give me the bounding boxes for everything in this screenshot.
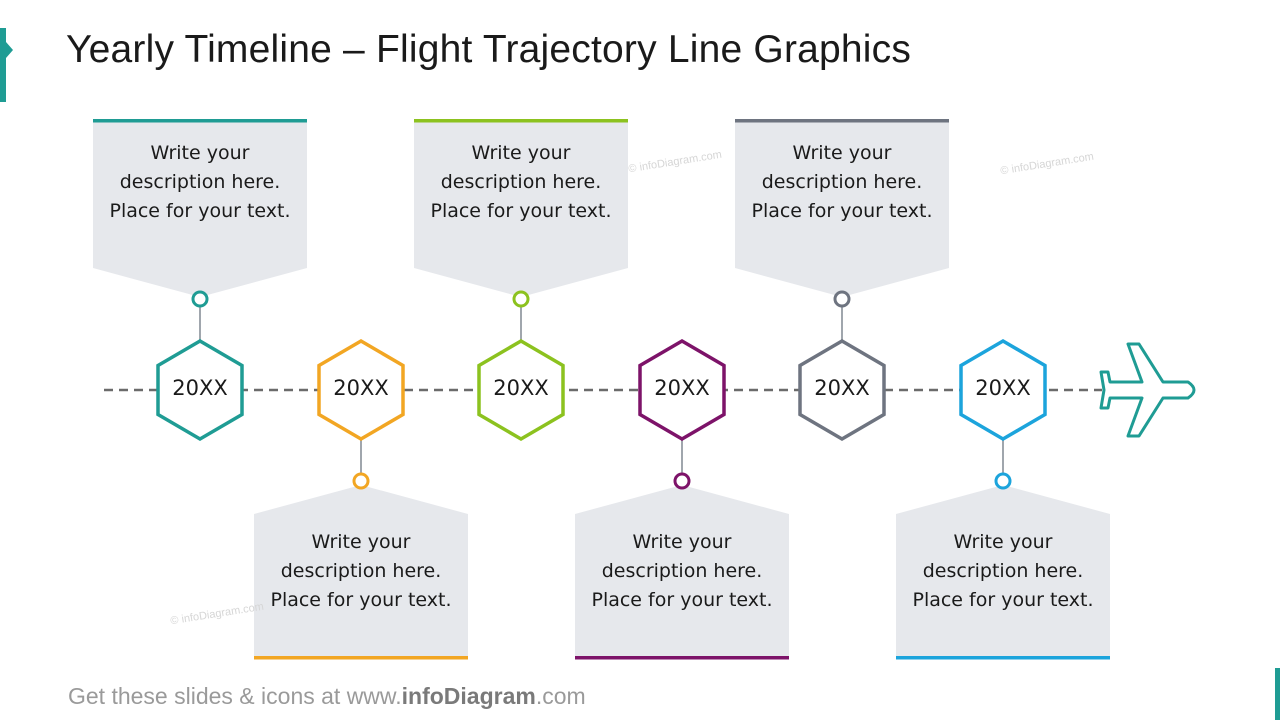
milestone-4 <box>575 338 789 660</box>
milestone-description: Write your description here. Place for y… <box>270 531 452 611</box>
year-hexagon <box>638 338 726 442</box>
footer: Get these slides & icons at www.infoDiag… <box>68 683 586 710</box>
milestone-layer <box>93 119 1110 660</box>
box-accent-bar <box>414 119 628 123</box>
connector-dot <box>352 472 370 490</box>
connector-dot <box>191 290 209 308</box>
milestone-description: Write your description here. Place for y… <box>109 142 291 222</box>
year-label: 20XX <box>814 376 870 400</box>
milestone-3 <box>414 119 628 442</box>
year-label: 20XX <box>975 376 1031 400</box>
airplane-icon <box>1099 342 1196 438</box>
description-box <box>254 485 468 658</box>
milestone-2 <box>254 338 468 660</box>
footer-brand[interactable]: infoDiagram <box>401 683 536 709</box>
connector-dot <box>673 472 691 490</box>
left-accent-bar <box>0 28 6 102</box>
footer-suffix: .com <box>535 683 586 709</box>
box-accent-bar <box>896 656 1110 660</box>
page-title: Yearly Timeline – Flight Trajectory Line… <box>66 28 912 71</box>
description-box <box>896 485 1110 658</box>
milestone-description: Write your description here. Place for y… <box>591 531 773 611</box>
connector-dot <box>833 290 851 308</box>
connector-dot <box>512 290 530 308</box>
milestone-description: Write your description here. Place for y… <box>751 142 933 222</box>
description-box <box>735 121 949 297</box>
box-accent-bar <box>93 119 307 123</box>
right-accent-bar <box>1275 668 1280 720</box>
description-box <box>93 121 307 297</box>
milestone-description: Write your description here. Place for y… <box>430 142 612 222</box>
box-accent-bar <box>735 119 949 123</box>
description-box <box>575 485 789 658</box>
year-hexagon <box>959 338 1047 442</box>
milestone-1 <box>93 119 307 442</box>
connector-dot <box>994 472 1012 490</box>
box-accent-bar <box>254 656 468 660</box>
milestone-6 <box>896 338 1110 660</box>
year-hexagon <box>317 338 405 442</box>
year-label: 20XX <box>172 376 228 400</box>
footer-prefix: Get these slides & icons at www. <box>68 683 402 709</box>
year-hexagon <box>477 338 565 442</box>
year-label: 20XX <box>493 376 549 400</box>
milestone-description: Write your description here. Place for y… <box>912 531 1094 611</box>
year-label: 20XX <box>333 376 389 400</box>
year-label: 20XX <box>654 376 710 400</box>
description-box <box>414 121 628 297</box>
milestone-5 <box>735 119 949 442</box>
left-accent-notch <box>6 42 13 58</box>
year-hexagon <box>798 338 886 442</box>
box-accent-bar <box>575 656 789 660</box>
year-hexagon <box>156 338 244 442</box>
